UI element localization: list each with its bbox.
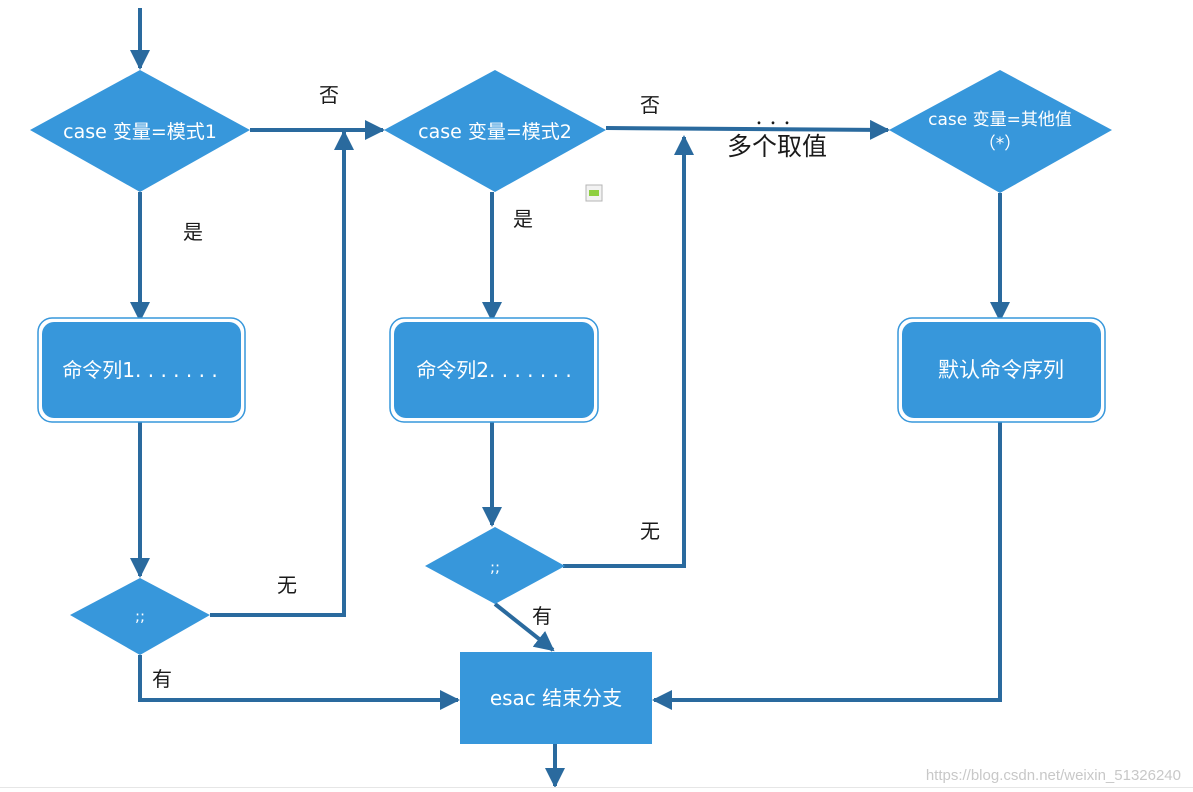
end-box [460,652,652,744]
yes-label-2: 是 [513,207,533,231]
command2-box [394,322,594,418]
sep1-diamond [70,578,210,655]
yes-label-1: 是 [183,220,203,244]
sep2-label: ;; [490,558,500,576]
default-command-box [902,322,1101,418]
sep2-none-arrow [563,135,694,568]
has-label-2: 有 [532,604,552,628]
no-label-2: 否 [640,93,660,117]
indicator-icon [585,184,603,202]
decision3-diamond [889,70,1112,193]
command1-label: 命令列1. . . . . . . [62,358,217,382]
decision1-label: case 变量=模式1 [63,121,217,143]
decision3-label-line2: （*） [979,134,1022,154]
sep2-diamond [425,527,565,604]
watermark-url: https://blog.csdn.net/weixin_51326240 [925,767,1181,784]
sep2-has-arrow [493,602,555,652]
multi-values-label: 多个取值 [727,132,827,161]
bottom-rule [0,787,1193,788]
command1-box [42,322,241,418]
decision1-diamond [30,70,250,192]
command2-label: 命令列2. . . . . . . [416,358,571,382]
end-label: esac 结束分支 [490,686,622,710]
sep1-label: ;; [135,607,145,625]
decision2-diamond [384,70,606,192]
default-to-end-arrow [652,422,1002,710]
sep1-has-arrow [138,655,460,710]
default-command-label: 默认命令序列 [938,358,1064,382]
none-label-2: 无 [640,519,660,543]
none-label-1: 无 [277,573,297,597]
no-label-1: 否 [319,83,339,107]
decision2-to-decision3-arrow [605,119,890,140]
decision3-label-line1: case 变量=其他值 [928,110,1072,130]
sep1-none-arrow [210,130,354,617]
decision2-label: case 变量=模式2 [418,121,572,143]
connectors [130,8,1010,788]
has-label-1: 有 [152,667,172,691]
ellipsis-label: . . . [756,105,791,130]
